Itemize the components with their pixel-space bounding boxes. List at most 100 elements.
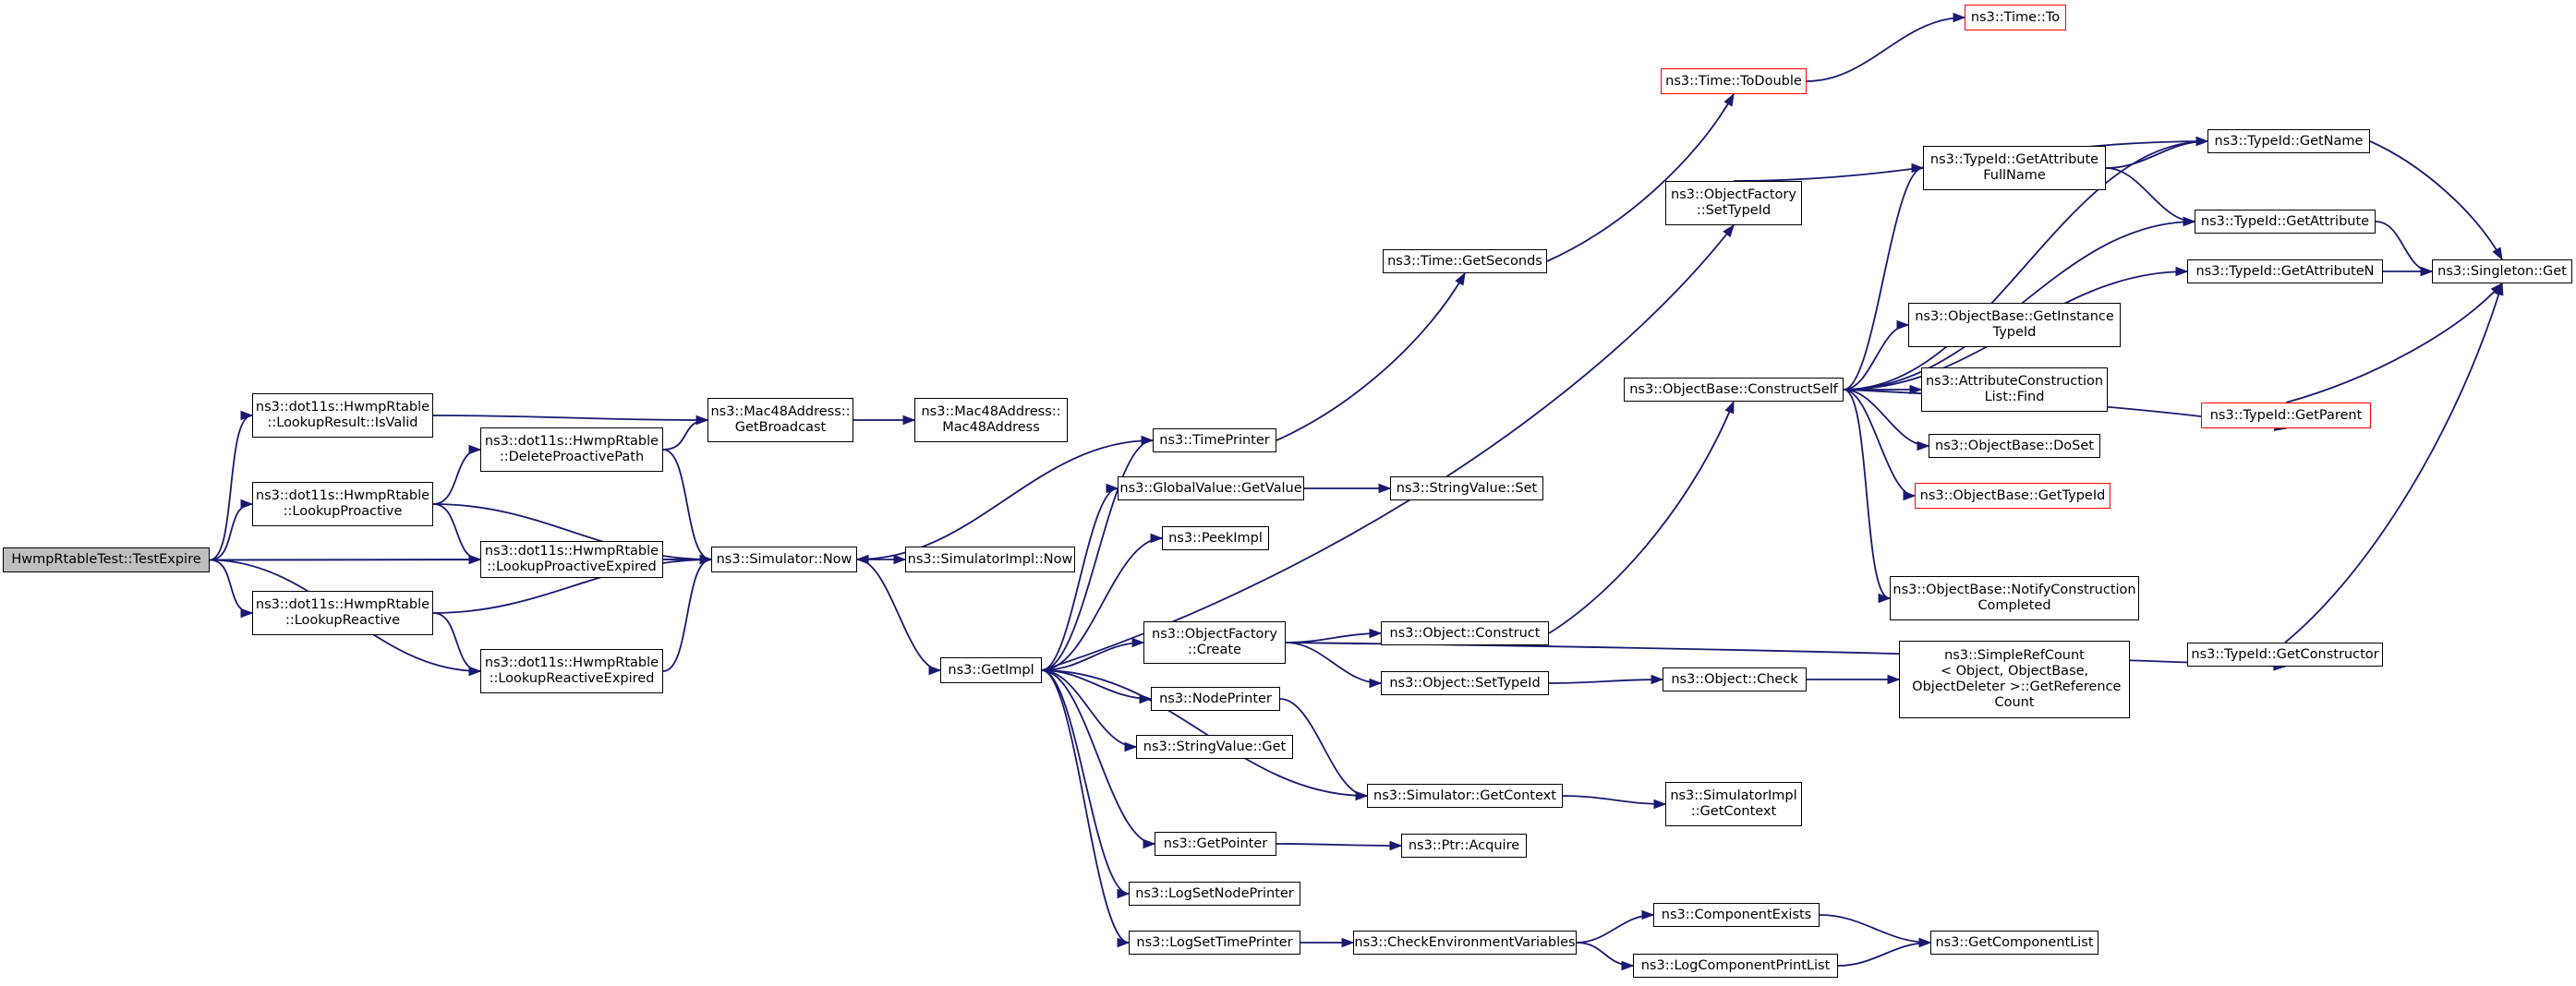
node-objconstruct[interactable]: ns3::Object::Construct: [1381, 621, 1549, 645]
node-logsetnode[interactable]: ns3::LogSetNodePrinter: [1129, 882, 1300, 906]
node-tidgetparent[interactable]: ns3::TypeId::GetParent: [2201, 403, 2371, 428]
arrowhead-logcompprint: [1621, 960, 1635, 971]
edge-getimpl-to-stringget: [1041, 669, 1137, 748]
node-doset[interactable]: ns3::ObjectBase::DoSet: [1929, 434, 2100, 458]
node-tidgetattrn[interactable]: ns3::TypeId::GetAttributeN: [2187, 259, 2383, 283]
arrowhead-tidgetattr: [2183, 216, 2196, 227]
call-edges: [209, 12, 2504, 971]
edge-isvalid-to-getbroadcast: [432, 415, 708, 421]
node-isvalid[interactable]: ns3::dot11s::HwmpRtable ::LookupResult::…: [252, 393, 433, 438]
node-logsettime[interactable]: ns3::LogSetTimePrinter: [1129, 931, 1300, 955]
node-ofsettypeid[interactable]: ns3::ObjectFactory ::SetTypeId: [1665, 181, 1802, 225]
node-logcompprint[interactable]: ns3::LogComponentPrintList: [1633, 954, 1838, 978]
node-tidgetctor[interactable]: ns3::TypeId::GetConstructor: [2187, 643, 2383, 667]
arrowhead-timeto: [1953, 12, 1966, 23]
edge-objconstruct-to-constructself: [1548, 401, 1735, 634]
node-notifyconst[interactable]: ns3::ObjectBase::NotifyConstruction Comp…: [1890, 576, 2139, 620]
node-refcount[interactable]: ns3::SimpleRefCount < Object, ObjectBase…: [1899, 641, 2130, 718]
node-peekimpl[interactable]: ns3::PeekImpl: [1162, 526, 1269, 550]
node-ptracquire[interactable]: ns3::Ptr::Acquire: [1401, 834, 1527, 858]
edge-testexpire-to-lookupproactive: [209, 503, 253, 561]
edge-constructself-to-notifyconst: [1843, 389, 1891, 599]
node-stringget[interactable]: ns3::StringValue::Get: [1136, 735, 1293, 759]
edge-constructself-to-obgettypeid: [1843, 389, 1916, 497]
arrowhead-logsetnode: [1117, 888, 1131, 899]
arrowhead-simimplctx: [1653, 799, 1667, 810]
edge-lookupproactive-to-deleteproactive: [432, 449, 481, 505]
edge-getattrfull-to-tidgetattr: [2105, 167, 2195, 222]
arrowhead-simgetctx: [1355, 790, 1369, 801]
arrowhead-logsettime: [1117, 937, 1131, 948]
node-obgettypeid[interactable]: ns3::ObjectBase::GetTypeId: [1915, 483, 2110, 509]
arrowhead-constructself: [1724, 400, 1735, 415]
arrowhead-timeprinter: [1141, 435, 1155, 446]
node-stringset[interactable]: ns3::StringValue::Set: [1390, 476, 1543, 500]
arrowhead-objsettypeid: [1369, 678, 1383, 689]
edge-getimpl-to-globalget: [1041, 487, 1119, 671]
node-getimpl[interactable]: ns3::GetImpl: [940, 657, 1042, 683]
edge-timeprinter-to-simnow: [856, 439, 1154, 560]
arrowhead-notifyconst: [1878, 593, 1892, 604]
arrowhead-attrfind: [1909, 384, 1923, 395]
node-attrfind[interactable]: ns3::AttributeConstruction List::Find: [1921, 367, 2108, 412]
node-lookupproactive[interactable]: ns3::dot11s::HwmpRtable ::LookupProactiv…: [252, 482, 433, 526]
edge-deleteproactive-to-simnow: [662, 449, 712, 560]
node-getbroadcast[interactable]: ns3::Mac48Address:: GetBroadcast: [707, 398, 853, 442]
edge-ofcreate-to-objsettypeid: [1285, 642, 1382, 684]
arrowhead-getpointer: [1143, 838, 1156, 849]
node-ofcreate[interactable]: ns3::ObjectFactory ::Create: [1143, 621, 1286, 664]
arrowhead-getattrfull: [1911, 162, 1925, 174]
node-getcomplist[interactable]: ns3::GetComponentList: [1930, 931, 2098, 955]
edge-ofcreate-to-tidgetctor: [1285, 642, 2286, 667]
node-deleteproactive[interactable]: ns3::dot11s::HwmpRtable ::DeleteProactiv…: [480, 427, 663, 472]
node-objsettypeid[interactable]: ns3::Object::SetTypeId: [1381, 671, 1549, 695]
node-simimplnow[interactable]: ns3::SimulatorImpl::Now: [905, 547, 1075, 572]
arrowhead-checkenv: [1341, 937, 1355, 948]
node-lookupproactiveexp[interactable]: ns3::dot11s::HwmpRtable ::LookupProactiv…: [480, 541, 663, 578]
edge-getimpl-to-ofsettypeid: [1041, 224, 1735, 671]
node-globalget[interactable]: ns3::GlobalValue::GetValue: [1118, 476, 1304, 500]
edge-tidgetparent-to-singleton: [2285, 283, 2503, 403]
node-getinstance[interactable]: ns3::ObjectBase::GetInstance TypeId: [1908, 303, 2121, 347]
node-compexists[interactable]: ns3::ComponentExists: [1653, 903, 1820, 927]
node-mac48[interactable]: ns3::Mac48Address:: Mac48Address: [914, 398, 1068, 442]
edge-getimpl-to-logsettime: [1041, 669, 1130, 944]
node-simimplctx[interactable]: ns3::SimulatorImpl ::GetContext: [1665, 782, 1802, 826]
node-nodeprinter[interactable]: ns3::NodePrinter: [1151, 687, 1280, 711]
arrowhead-getcomplist: [1918, 937, 1932, 948]
node-getpointer[interactable]: ns3::GetPointer: [1155, 832, 1276, 856]
arrowhead-lookupreactive: [240, 607, 254, 619]
arrowhead-refcount: [1887, 674, 1901, 685]
node-getseconds[interactable]: ns3::Time::GetSeconds: [1383, 249, 1547, 273]
arrowhead-singleton: [2494, 282, 2504, 296]
arrowhead-getinstance: [1896, 319, 1910, 331]
arrowhead-getimpl: [928, 665, 942, 676]
node-singleton[interactable]: ns3::Singleton::Get: [2432, 259, 2572, 283]
node-simgetctx[interactable]: ns3::Simulator::GetContext: [1367, 784, 1563, 808]
edge-timeprinter-to-getseconds: [1276, 272, 1466, 441]
node-tidgetattr[interactable]: ns3::TypeId::GetAttribute: [2195, 210, 2376, 234]
node-timeprinter[interactable]: ns3::TimePrinter: [1153, 428, 1276, 452]
node-objcheck[interactable]: ns3::Object::Check: [1663, 667, 1807, 691]
node-lookupreactive[interactable]: ns3::dot11s::HwmpRtable ::LookupReactive: [252, 591, 433, 635]
edge-objsettypeid-to-objcheck: [1548, 679, 1663, 684]
edge-deleteproactive-to-getbroadcast: [662, 419, 708, 451]
node-lookupreactiveexp[interactable]: ns3::dot11s::HwmpRtable ::LookupReactive…: [480, 649, 663, 693]
arrowhead-compexists: [1641, 909, 1655, 920]
arrowhead-singleton: [2492, 246, 2503, 261]
arrowhead-lookupproactive: [240, 499, 254, 510]
arrowhead-tidgetname: [2195, 136, 2209, 147]
node-getattrfull[interactable]: ns3::TypeId::GetAttribute FullName: [1923, 146, 2106, 190]
edge-constructself-to-getattrfull: [1843, 167, 1924, 391]
arrowhead-peekimpl: [1150, 533, 1164, 544]
node-simnow[interactable]: ns3::Simulator::Now: [711, 547, 857, 572]
arrowhead-globalget: [1106, 483, 1119, 494]
node-tidgetname[interactable]: ns3::TypeId::GetName: [2207, 129, 2370, 153]
node-checkenv[interactable]: ns3::CheckEnvironmentVariables: [1353, 931, 1577, 955]
node-timeto[interactable]: ns3::Time::To: [1965, 5, 2066, 30]
arrowhead-singleton: [2420, 266, 2434, 277]
node-constructself[interactable]: ns3::ObjectBase::ConstructSelf: [1624, 378, 1844, 402]
edge-getattrfull-to-tidgetname: [2105, 140, 2208, 169]
node-testexpire[interactable]: HwmpRtableTest::TestExpire: [3, 547, 210, 572]
node-todouble[interactable]: ns3::Time::ToDouble: [1661, 68, 1807, 94]
